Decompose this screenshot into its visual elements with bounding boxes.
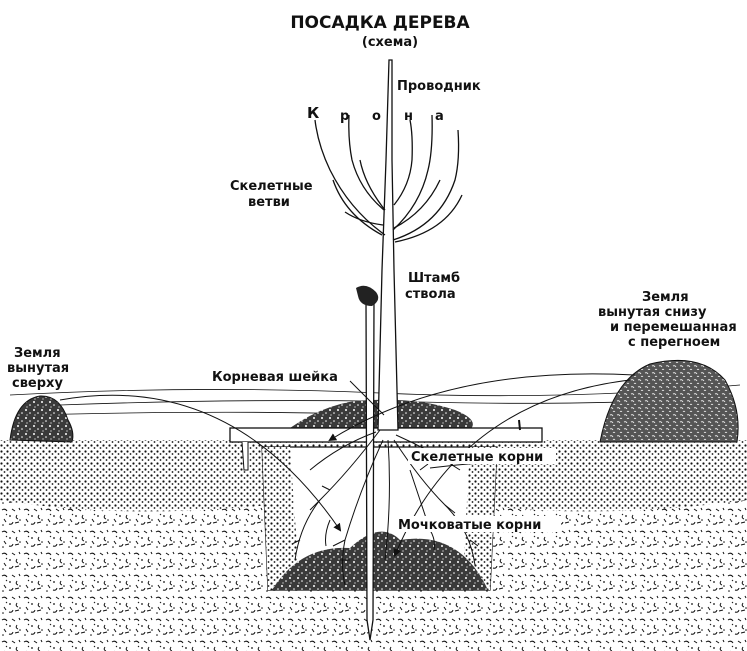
label-trunk-line2: ствола [405, 287, 456, 302]
label-subsoil-line2: вынутая снизу [598, 305, 707, 320]
crown-letter-3: о [372, 109, 381, 124]
label-skeletal-roots: Скелетные корни [411, 450, 543, 465]
stake-tie [356, 286, 378, 306]
label-topsoil-line2: вынутая [7, 361, 69, 376]
crown-letter-5: а [435, 109, 444, 124]
subsoil-pile [600, 360, 738, 442]
label-subsoil-line1: Земля [642, 290, 689, 305]
label-skeletal-branches-line1: Скелетные [230, 179, 313, 194]
label-fibrous-roots: Мочковатые корни [398, 518, 541, 533]
label-topsoil-line3: сверху [12, 376, 63, 391]
diagram-subtitle: (схема) [362, 35, 418, 50]
topsoil-pile [10, 396, 73, 442]
label-root-collar: Корневая шейка [212, 370, 338, 385]
label-topsoil-line1: Земля [14, 346, 61, 361]
label-subsoil-line4: с перегноем [628, 335, 720, 350]
crown-letter-4: н [404, 109, 413, 124]
diagram-title: ПОСАДКА ДЕРЕВА [290, 13, 470, 33]
crown-letter-2: р [340, 109, 349, 124]
label-skeletal-branches-line2: ветви [248, 195, 290, 210]
crown-letter-1: К [307, 104, 320, 122]
label-subsoil-line3: и перемешанная [610, 320, 737, 335]
label-trunk-line1: Штамб [408, 271, 460, 286]
label-conductor: Проводник [397, 79, 481, 94]
board-peg-right [519, 420, 520, 430]
tree-trunk [378, 60, 398, 430]
